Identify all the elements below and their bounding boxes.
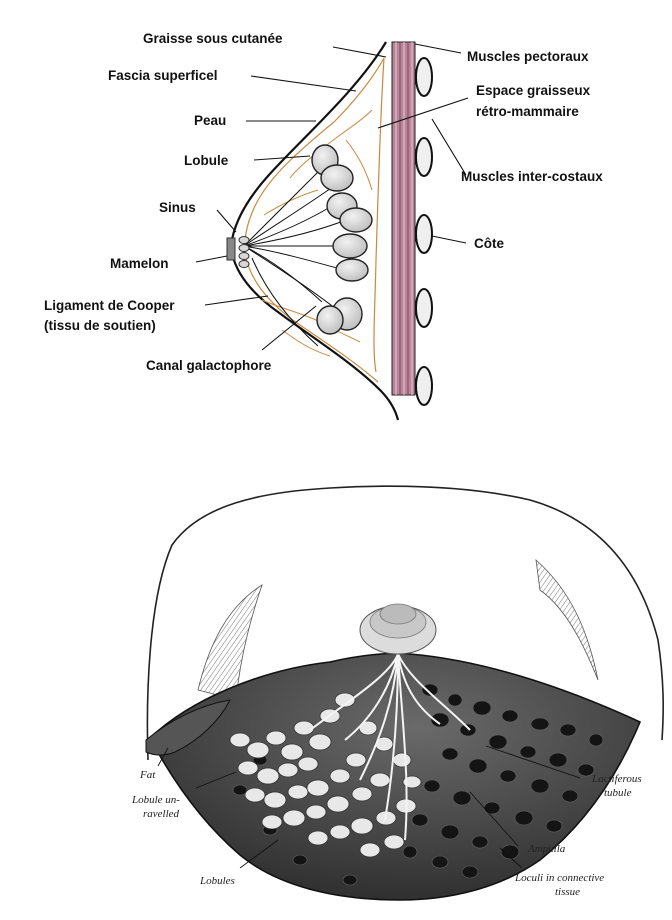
label-lobule: Lobule: [184, 153, 229, 168]
label-muscles-inter-costaux: Muscles inter-costaux: [461, 169, 603, 184]
label-sinus: Sinus: [159, 200, 196, 215]
label-tissu-soutien: (tissu de soutien): [44, 318, 156, 333]
lobules: [312, 145, 372, 334]
label-loculi-2: tissue: [555, 886, 580, 898]
label-lactiferous-tubule-1: Lactiferous: [591, 773, 642, 785]
rib-3: [416, 215, 432, 253]
lobule: [333, 234, 367, 258]
label-mamelon: Mamelon: [110, 256, 169, 271]
label-espace-graisseux: Espace graisseux: [476, 83, 591, 98]
lobule: [317, 306, 343, 334]
label-canal-galactophore: Canal galactophore: [146, 358, 272, 373]
label-lobule-unravelled-2: ravelled: [143, 808, 180, 820]
rib-4: [416, 289, 432, 327]
rib-1: [416, 58, 432, 96]
label-cote: Côte: [474, 236, 504, 251]
lactiferous-sinuses: [239, 237, 249, 268]
retro-mammary-fascia: [374, 58, 384, 372]
label-peau: Peau: [194, 113, 226, 128]
label-loculi-1: Loculi in connective: [514, 872, 604, 884]
lobule: [321, 165, 353, 191]
label-fascia-superficel: Fascia superficel: [108, 68, 218, 83]
areola: [360, 604, 436, 654]
lobule: [340, 208, 372, 232]
rib-2: [416, 138, 432, 176]
label-lobule-unravelled-1: Lobule un-: [131, 794, 180, 806]
lobule: [336, 259, 368, 281]
label-graisse-sous-cutanee: Graisse sous cutanée: [143, 31, 283, 46]
label-lactiferous-tubule-2: tubule: [604, 787, 632, 799]
label-retro-mammaire: rétro-mammaire: [476, 104, 579, 119]
label-fat: Fat: [139, 769, 156, 781]
label-muscles-pectoraux: Muscles pectoraux: [467, 49, 589, 64]
label-lobules: Lobules: [199, 875, 235, 887]
label-ligament-cooper: Ligament de Cooper: [44, 298, 175, 313]
label-ampulla: Ampulla: [527, 843, 566, 855]
ribs: [416, 58, 432, 405]
sagittal-section-diagram: Graisse sous cutanée Fascia superficel P…: [44, 31, 603, 420]
nipple: [227, 238, 235, 260]
rib-5: [416, 367, 432, 405]
dissection-illustration: Fat Lobule un- ravelled Lobules Lactifer…: [131, 486, 663, 900]
